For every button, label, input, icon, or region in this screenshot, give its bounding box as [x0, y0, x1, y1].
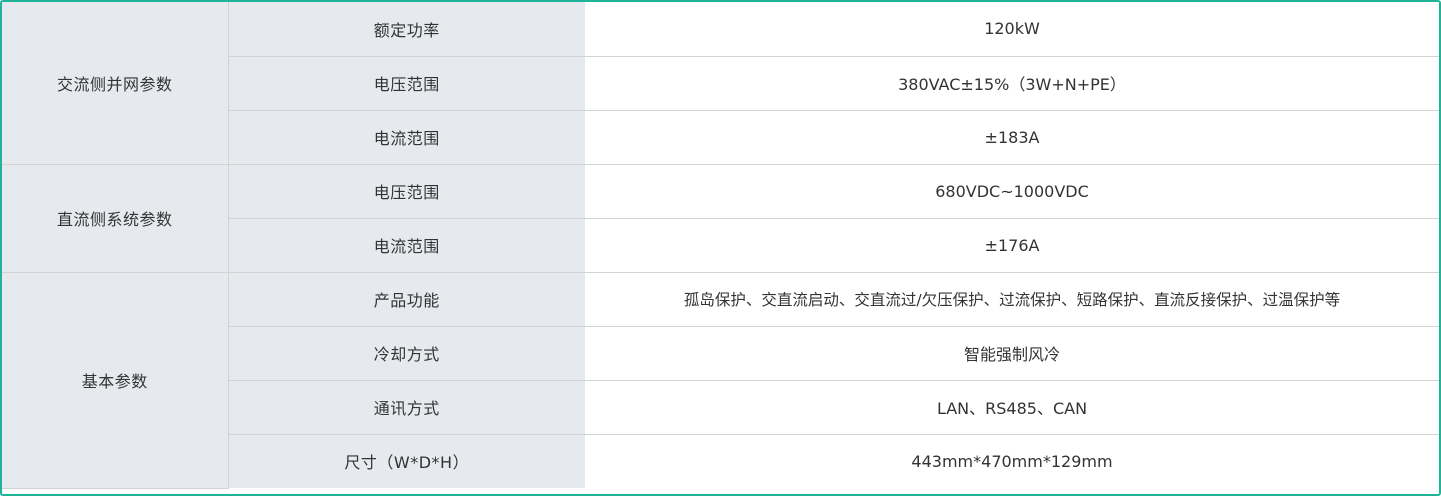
row-value: 孤岛保护、交直流启动、交直流过/欠压保护、过流保护、短路保护、直流反接保护、过温…: [585, 272, 1439, 327]
table-row: 通讯方式 LAN、RS485、CAN: [2, 380, 1439, 435]
row-label: 额定功率: [228, 2, 585, 57]
row-label: 尺寸（W*D*H）: [228, 434, 585, 488]
table-row: 冷却方式 智能强制风冷: [2, 326, 1439, 381]
group-ac-grid-params: 交流侧并网参数: [2, 2, 229, 165]
row-value: 380VAC±15%（3W+N+PE）: [585, 56, 1439, 111]
row-label: 产品功能: [228, 272, 585, 327]
table-row: 电流范围 ±176A: [2, 218, 1439, 273]
table-row: 基本参数 产品功能 孤岛保护、交直流启动、交直流过/欠压保护、过流保护、短路保护…: [2, 272, 1439, 489]
table-row: 直流侧系统参数 电压范围 680VDC~1000VDC: [2, 164, 1439, 273]
row-value: ±176A: [585, 218, 1439, 273]
row-value: 智能强制风冷: [585, 326, 1439, 381]
table-row: 交流侧并网参数 额定功率 120kW: [2, 2, 1439, 165]
row-label: 电流范围: [228, 110, 585, 165]
spec-table: 交流侧并网参数 额定功率 120kW 电压范围 380VAC±15%（3W+N+…: [2, 2, 1439, 489]
row-value: ±183A: [585, 110, 1439, 165]
row-value: LAN、RS485、CAN: [585, 380, 1439, 435]
row-value: 120kW: [585, 2, 1439, 57]
group-basic-params: 基本参数: [2, 272, 229, 489]
table-row: 尺寸（W*D*H） 443mm*470mm*129mm: [2, 434, 1439, 488]
row-label: 通讯方式: [228, 380, 585, 435]
table-row: 电压范围 380VAC±15%（3W+N+PE）: [2, 56, 1439, 111]
group-dc-system-params: 直流侧系统参数: [2, 164, 229, 273]
row-label: 电流范围: [228, 218, 585, 273]
row-value: 443mm*470mm*129mm: [585, 434, 1439, 488]
row-label: 电压范围: [228, 56, 585, 111]
table-row: 电流范围 ±183A: [2, 110, 1439, 165]
row-label: 冷却方式: [228, 326, 585, 381]
row-value: 680VDC~1000VDC: [585, 164, 1439, 219]
row-label: 电压范围: [228, 164, 585, 219]
